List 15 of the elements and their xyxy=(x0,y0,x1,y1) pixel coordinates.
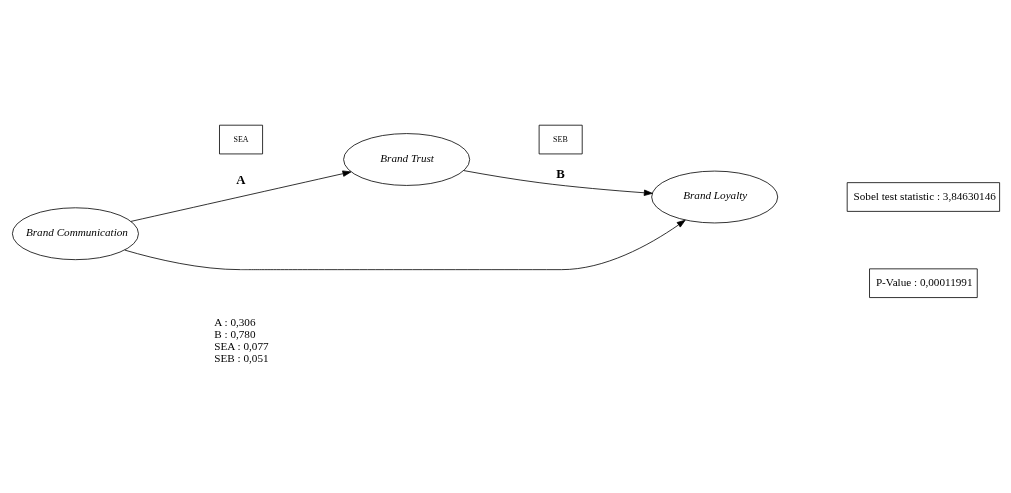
label: A : 0,306 xyxy=(213,315,256,328)
edge-label: B xyxy=(555,166,565,181)
node-box: SEB xyxy=(538,124,583,155)
node-ellipse: Brand Loyalty xyxy=(650,170,778,224)
edge-label: A xyxy=(235,173,245,188)
label: SEA : 0,077 xyxy=(213,339,269,352)
arrow xyxy=(463,170,653,196)
label: SEB : 0,051 xyxy=(213,351,269,364)
node-box: P-Value : 0,00011991 xyxy=(868,268,978,298)
node-box: SEA xyxy=(218,124,263,155)
arrow xyxy=(130,170,351,222)
node-box: Sobel test statistic : 3,84630146 xyxy=(846,182,1000,212)
node-ellipse: Brand Communication xyxy=(11,207,139,261)
label: B : 0,780 xyxy=(213,327,256,340)
arrow xyxy=(123,219,686,271)
